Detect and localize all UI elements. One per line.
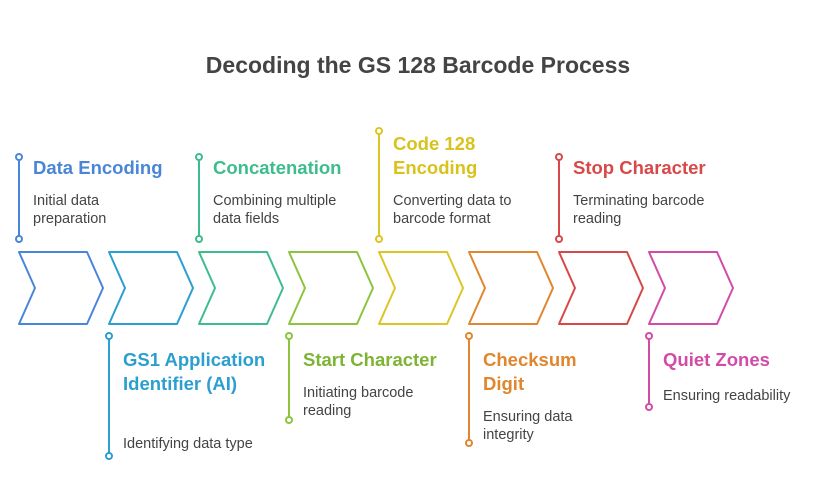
connector-dot-1-top xyxy=(15,153,23,161)
connector-dot-2-top xyxy=(105,332,113,340)
connector-dot-4-top xyxy=(285,332,293,340)
chevron-step-8 xyxy=(648,251,734,325)
chevron-step-4 xyxy=(288,251,374,325)
connector-dot-3-bottom xyxy=(195,235,203,243)
step-7-title: Stop Character xyxy=(573,157,706,178)
step-5-desc: Converting data to barcode format xyxy=(393,193,512,227)
connector-dot-5-top xyxy=(375,127,383,135)
step-3-desc: Combining multiple data fields xyxy=(213,193,337,227)
connector-dot-7-top xyxy=(555,153,563,161)
chevron-step-3 xyxy=(198,251,284,325)
step-5-title: Code 128 Encoding xyxy=(393,133,478,178)
connector-dot-1-bottom xyxy=(15,235,23,243)
connector-dot-2-bottom xyxy=(105,452,113,460)
step-8-title: Quiet Zones xyxy=(663,349,770,370)
step-2-title: GS1 Application Identifier (AI) xyxy=(123,349,266,394)
connector-dot-6-top xyxy=(465,332,473,340)
connector-dot-4-bottom xyxy=(285,416,293,424)
step-4-desc: Initiating barcode reading xyxy=(303,385,414,419)
chevron-step-2 xyxy=(108,251,194,325)
connector-dot-6-bottom xyxy=(465,439,473,447)
step-4-title: Start Character xyxy=(303,349,437,370)
chevron-step-6 xyxy=(468,251,554,325)
step-6-desc: Ensuring data integrity xyxy=(483,409,573,443)
connector-dot-3-top xyxy=(195,153,203,161)
step-1-title: Data Encoding xyxy=(33,157,163,178)
connector-dot-5-bottom xyxy=(375,235,383,243)
step-7-desc: Terminating barcode reading xyxy=(573,193,705,227)
connector-dot-7-bottom xyxy=(555,235,563,243)
connector-dot-8-bottom xyxy=(645,403,653,411)
chevron-step-5 xyxy=(378,251,464,325)
chevron-step-7 xyxy=(558,251,644,325)
chevron-step-1 xyxy=(18,251,104,325)
step-2-desc: Identifying data type xyxy=(123,436,253,452)
step-3-title: Concatenation xyxy=(213,157,342,178)
step-6-title: Checksum Digit xyxy=(483,349,577,394)
connector-dot-8-top xyxy=(645,332,653,340)
page-title: Decoding the GS 128 Barcode Process xyxy=(205,52,631,78)
step-8-desc: Ensuring readability xyxy=(663,388,791,404)
step-1-desc: Initial data preparation xyxy=(33,193,107,227)
